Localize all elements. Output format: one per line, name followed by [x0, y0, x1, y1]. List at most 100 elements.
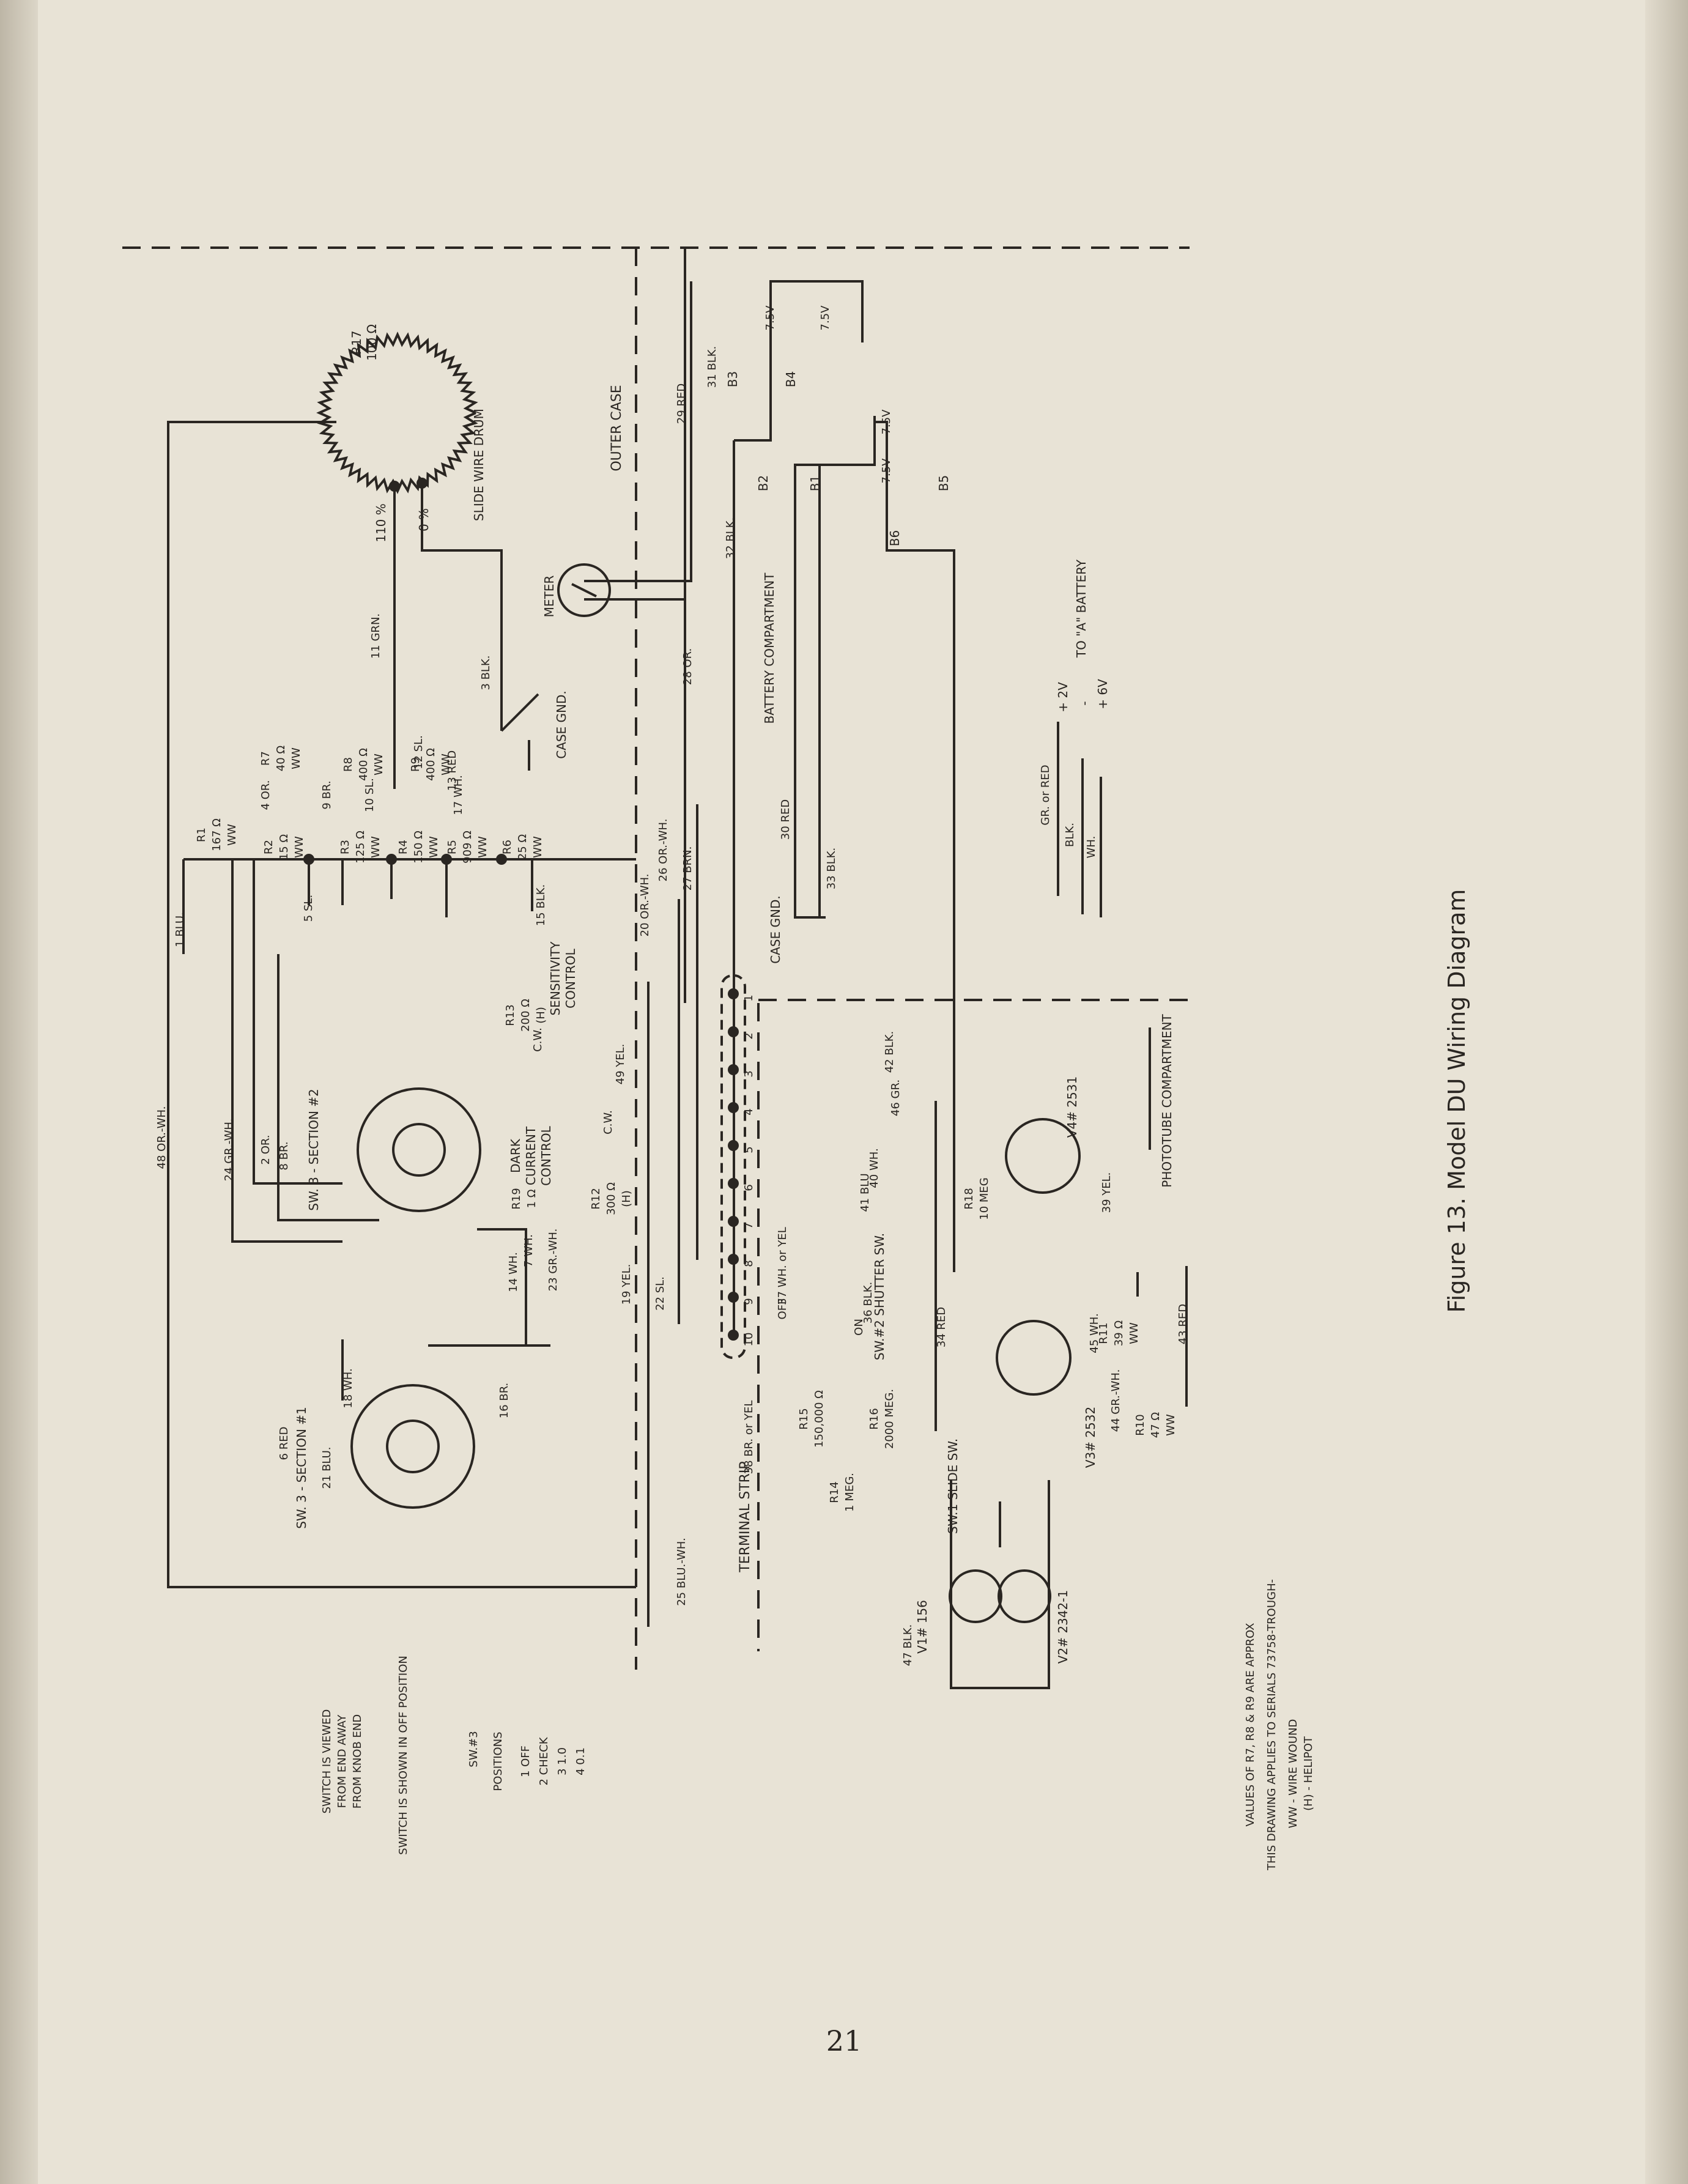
r3-label: R3 [339, 840, 352, 854]
terminal-number: 2 [742, 1032, 755, 1039]
bank-node-2 [386, 854, 397, 865]
sensitivity-label-1: SENSITIVITY [548, 941, 563, 1016]
wire-label: 47 BLK. [901, 1624, 914, 1667]
terminal-post [728, 1026, 739, 1037]
plus-6v-label: + 6V [1095, 679, 1110, 709]
terminal-strip [720, 974, 746, 1359]
wire-label: 27 BRN. [681, 846, 694, 891]
bank-node-4 [496, 854, 507, 865]
terminal-post [728, 1102, 739, 1113]
r12-label: R12 [590, 1188, 602, 1209]
r1-value: 167 Ω [210, 818, 223, 851]
r7-type: WW [290, 747, 303, 769]
wire-label: 20 OR.-WH. [639, 874, 651, 937]
harness [231, 248, 735, 1627]
wire-label: 17 WH. [452, 775, 465, 815]
battery-compartment [734, 280, 1102, 1272]
terminal-post [728, 1292, 739, 1303]
terminal-post [728, 1064, 739, 1075]
on-label: ON [853, 1319, 865, 1336]
h-legend: (H) - HELIPOT [1302, 1736, 1315, 1811]
case-ground-lead [500, 693, 539, 732]
wire-label: 39 YEL. [1100, 1172, 1113, 1213]
r18-label: R18 [963, 1188, 975, 1209]
terminal-post [728, 1254, 739, 1265]
r13-type: (H) [535, 1007, 547, 1024]
resistor-bank [182, 693, 636, 954]
r1-label: R1 [195, 827, 208, 842]
positions-row-3: 3 1.0 [556, 1747, 569, 1775]
v4-envelope [1005, 1118, 1081, 1194]
wire-label: 32 BLK. [724, 517, 737, 560]
slide-wire-drum-label: SLIDE WIRE DRUM [472, 409, 486, 521]
dark-current-label-3: CONTROL [539, 1125, 553, 1186]
wire-label: 2 OR. [259, 1135, 272, 1165]
r9-type: WW [440, 753, 453, 776]
cw-label-2: C.W. [531, 1027, 544, 1052]
wire-label: 28 OR. [681, 648, 694, 685]
wire-label: 22 SL. [654, 1276, 667, 1311]
slide-switch-label: SW.1 SLIDE SW. [946, 1438, 960, 1534]
plus-2v-label: + 2V [1056, 682, 1070, 713]
wire-label: 3 BLK. [479, 655, 492, 690]
switch-off-note: SWITCH IS SHOWN IN OFF POSITION [397, 1656, 410, 1855]
v3-label: V3# 2532 [1083, 1407, 1098, 1468]
positions-row-1: 1 OFF [519, 1745, 532, 1777]
b5-voltage: 7.5V [880, 409, 893, 435]
tube-v3 [996, 1320, 1072, 1396]
r10-label: R10 [1134, 1414, 1147, 1435]
cw-label-1: C.W. [602, 1110, 615, 1135]
sw3-section-1 [350, 1384, 475, 1509]
v1-envelope [949, 1569, 1002, 1623]
positions-table-header: POSITIONS [492, 1731, 505, 1791]
b4-label: B4 [783, 371, 798, 387]
terminal-number: 3 [742, 1070, 755, 1077]
wire-23 [477, 1228, 527, 1346]
sw3-s2-rotor [357, 1087, 481, 1212]
r8-label: R8 [342, 757, 355, 772]
r10-value: 47 Ω [1149, 1412, 1162, 1438]
wire-label: 18 WH. [342, 1368, 355, 1408]
r3-value: 125 Ω [354, 831, 367, 864]
terminal-number: 8 [742, 1260, 755, 1267]
terminal-number: 6 [742, 1184, 755, 1191]
slide-wire-drum [167, 331, 636, 1588]
page-edge [1645, 0, 1688, 2184]
r2-value: 15 Ω [278, 834, 291, 861]
wire-label: 10 SL. [363, 778, 376, 812]
positions-row-4: 4 0.1 [574, 1747, 587, 1775]
r19-value: 1 Ω [525, 1189, 538, 1208]
terminal-post [728, 1140, 739, 1151]
wire-label: 34 RED [935, 1307, 948, 1347]
terminal-post [728, 1178, 739, 1189]
r19-label: R19 [510, 1188, 523, 1209]
switch-view-note-3: FROM KNOB END [351, 1714, 364, 1809]
wire-label: 44 GR.-WH. [1109, 1369, 1122, 1432]
case-ground-label-2: CASE GND. [768, 895, 783, 964]
r5-type: WW [476, 836, 489, 858]
terminal-number: 10 [742, 1333, 755, 1347]
wire-label: 8 BR. [278, 1141, 291, 1170]
wire-24 [231, 859, 342, 1243]
wire-label: 42 BLK. [883, 1031, 896, 1073]
b6-label: B6 [887, 530, 902, 546]
wire-label: 38 BR. or YEL [742, 1401, 755, 1475]
r15-label: R15 [798, 1408, 810, 1429]
terminal-number: 5 [742, 1146, 755, 1153]
v1-label: V1# 156 [915, 1600, 930, 1654]
meter [557, 563, 611, 617]
wire-label: 16 BR. [498, 1383, 511, 1419]
wire-label: 25 BLU.-WH. [675, 1538, 688, 1606]
pct0-label: 0 % [416, 508, 431, 531]
pct110-label: 110 % [374, 503, 388, 542]
page-number: 21 [826, 2024, 862, 2057]
v2-label: V2# 2342-1 [1056, 1590, 1070, 1664]
wire-label: 6 RED [278, 1427, 291, 1460]
r17-zigzag-ring [316, 331, 478, 494]
wire-label: 19 YEL. [620, 1264, 633, 1305]
minus-label: - [1077, 701, 1092, 705]
b1-label: B1 [808, 475, 823, 491]
diagram-labels: Figure 13. Model DU Wiring DiagramOUTER … [155, 305, 1470, 1871]
supply-lead-wh: WH. [1085, 836, 1098, 859]
